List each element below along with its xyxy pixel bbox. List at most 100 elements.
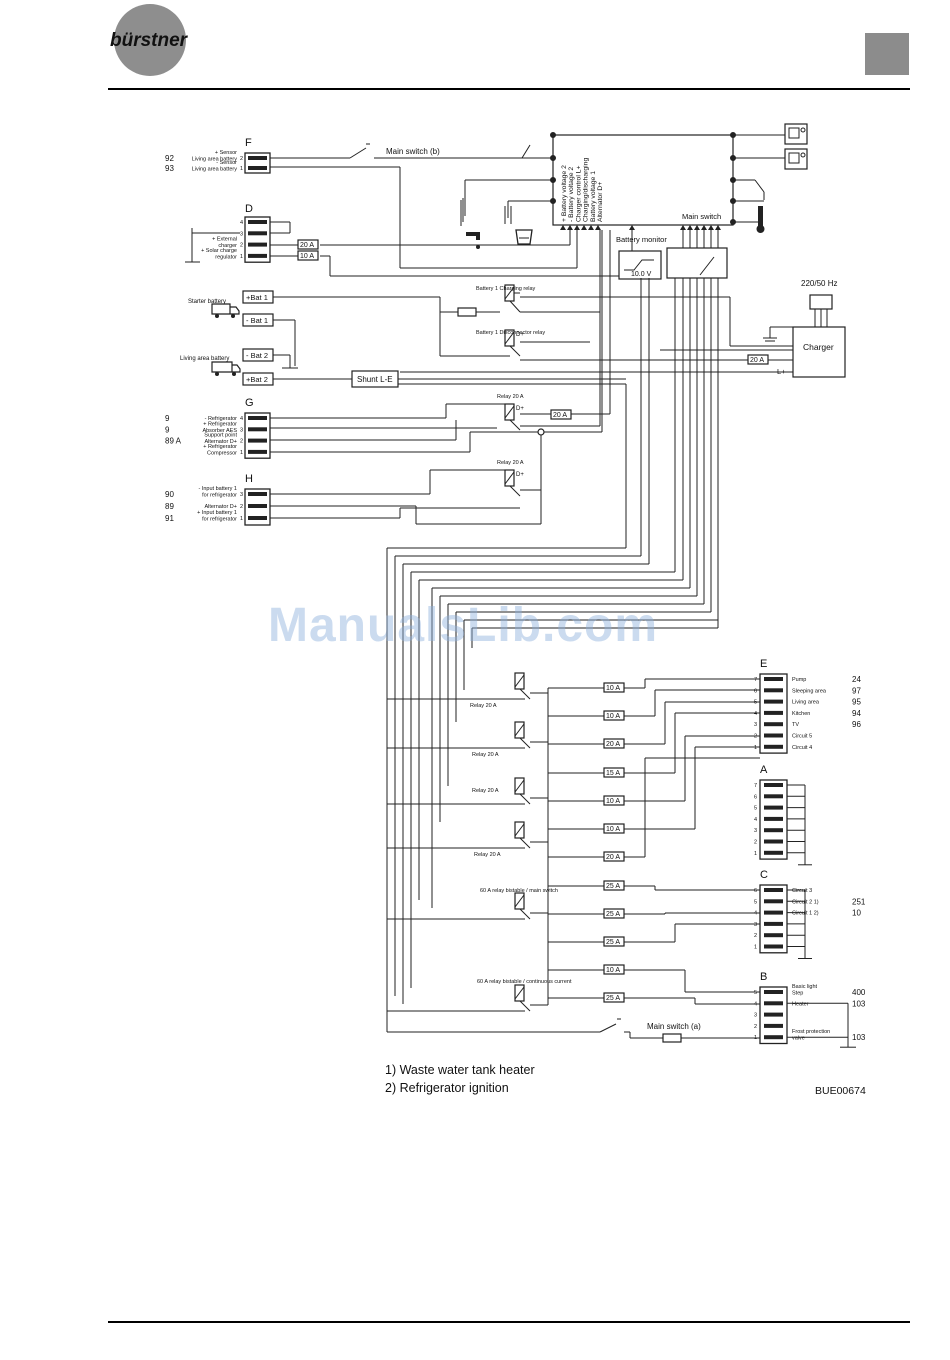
- pin-label: Circuit 3: [792, 888, 812, 894]
- watermark: ManualsLib.com: [268, 599, 659, 652]
- connector-pin: [248, 166, 267, 170]
- starter-battery-icon: [211, 303, 240, 318]
- connector-pin: [248, 516, 267, 520]
- connector-pin: [764, 722, 783, 727]
- fuse-label: 25 A: [606, 883, 620, 890]
- connector-pin: [764, 794, 783, 799]
- charging-relay: [504, 284, 600, 313]
- connector-pin: [248, 427, 267, 432]
- pin-number: 2: [754, 734, 757, 740]
- main-switch-b: [270, 143, 578, 269]
- pin-number: 3: [240, 492, 243, 498]
- connector-pin: [248, 253, 267, 258]
- wire-number: 97: [852, 686, 861, 695]
- pin-number: 6: [754, 794, 757, 800]
- wire-number: 103: [852, 1033, 866, 1042]
- tank-sensors: [460, 144, 553, 226]
- fuse-label: 25 A: [606, 911, 620, 918]
- fuse-label: 10 A: [606, 826, 620, 833]
- fuse-label: 20 A: [553, 412, 567, 419]
- wire-number: 9: [165, 425, 170, 434]
- pin-label: Kitchen: [792, 711, 810, 717]
- connector-pin: [764, 899, 783, 904]
- wire-number: 96: [852, 720, 861, 729]
- connector-pin: [248, 231, 267, 236]
- charging-relay-label: Battery 1 Charging relay: [476, 286, 536, 292]
- main-switch-block: [666, 247, 728, 279]
- relay: 60 A relay bistable / main switch: [387, 888, 558, 920]
- connector-pin: [764, 839, 783, 844]
- relay-20a-h: [504, 469, 521, 497]
- wire-number: 89: [165, 502, 174, 511]
- pin-number: 3: [240, 231, 243, 237]
- fuse-label: 20 A: [300, 242, 314, 249]
- relay: 60 A relay bistable / continuous current: [387, 979, 572, 1012]
- pin-number: 3: [754, 828, 757, 834]
- connector-pin: [764, 933, 783, 938]
- pin-label: Sleeping area: [792, 688, 827, 694]
- connector-pin: [248, 220, 267, 224]
- connector-pin: [764, 850, 783, 855]
- connector-pin: [764, 699, 783, 704]
- wire-number: 90: [165, 490, 174, 499]
- pin-number: 7: [754, 677, 757, 683]
- pin-number: 5: [754, 700, 757, 706]
- wire-number: 91: [165, 514, 174, 523]
- dplus-label: D+: [516, 406, 524, 412]
- connector-pin: [248, 156, 267, 160]
- display-icon: [733, 123, 808, 145]
- pin-number: 5: [754, 899, 757, 905]
- wire-number: 92: [165, 154, 174, 163]
- dplus-label: D+: [516, 332, 524, 338]
- wire-number: 103: [852, 999, 866, 1008]
- footnote: 2) Refrigerator ignition: [385, 1081, 509, 1095]
- fuse-label: 25 A: [606, 995, 620, 1002]
- bat1-plus-label: +Bat 1: [246, 293, 268, 302]
- pin-number: 6: [754, 688, 757, 694]
- pin-number: 1: [754, 745, 757, 751]
- wire-number: 400: [852, 988, 866, 997]
- panel-signal: + Battery voltage 2: [561, 165, 568, 222]
- connector-pin: [764, 828, 783, 833]
- connector-pin: [764, 733, 783, 738]
- pin-label: Circuit 5: [792, 734, 812, 740]
- footnote: 1) Waste water tank heater: [385, 1063, 535, 1077]
- charger-output-label: L+: [777, 367, 786, 376]
- panel-signal: Charger control L+: [575, 165, 582, 222]
- pin-number: 7: [754, 783, 757, 789]
- fuse-label: 25 A: [606, 939, 620, 946]
- relay-label: Relay 20 A: [472, 788, 499, 794]
- connector-pin: [764, 910, 783, 915]
- wire-number: 89 A: [165, 437, 182, 446]
- pin-number: 2: [754, 1024, 757, 1030]
- connector-pin: [764, 744, 783, 749]
- connector-name: B: [760, 971, 767, 983]
- shunt: [351, 370, 399, 388]
- pin-number: 1: [240, 166, 243, 172]
- connector-pin: [248, 449, 267, 454]
- pin-label: - Refrigerator: [205, 416, 238, 422]
- pin-label: Pump: [792, 677, 806, 683]
- connector-pin: [764, 816, 783, 821]
- pin-number: 1: [240, 254, 243, 260]
- connector-pin: [764, 710, 783, 715]
- connector-pin: [764, 921, 783, 926]
- pin-number: 1: [240, 516, 243, 522]
- connector-pin: [248, 416, 267, 420]
- shunt-label: Shunt L-E: [357, 375, 393, 384]
- relay: Relay 20 A: [387, 821, 548, 858]
- bat2-minus-label: - Bat 2: [246, 351, 268, 360]
- relay-label: 60 A relay bistable / main switch: [480, 888, 558, 894]
- bat1-minus-label: - Bat 1: [246, 316, 268, 325]
- charger-label: Charger: [803, 342, 834, 352]
- starter-battery-label: Starter battery: [188, 299, 226, 305]
